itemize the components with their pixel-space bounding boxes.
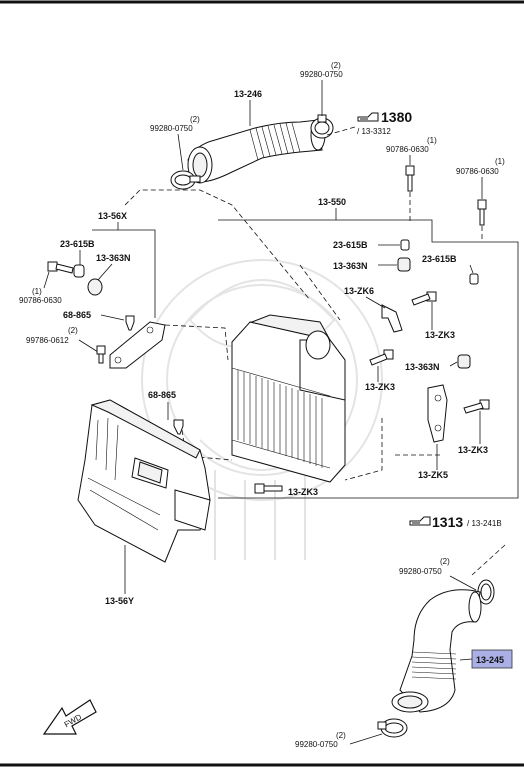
- label-bolt-left: 90786-0630: [19, 296, 62, 305]
- bolt-13-zk3-b: [369, 349, 394, 366]
- air-duct-13-56y: [77, 399, 211, 563]
- label-clamp-tr-qty: (2): [331, 61, 341, 70]
- ref-1313[interactable]: 1313: [432, 514, 463, 530]
- ref-13-3312[interactable]: / 13-3312: [357, 127, 391, 136]
- label-insul-right: 13-363N: [405, 362, 440, 372]
- screw-99786-0612: [96, 345, 106, 364]
- label-clamp-low-bottom: 99280-0750: [295, 740, 338, 749]
- label-bush-inner: 23-615B: [333, 240, 368, 250]
- label-13-550: 13-550: [318, 197, 346, 207]
- bracket-13-zk6: [381, 304, 403, 333]
- bracket-plate: [109, 321, 166, 369]
- label-bolt-b: 90786-0630: [456, 167, 499, 176]
- clamp-lower-bottom: [377, 718, 408, 738]
- intercooler-core: [231, 314, 346, 483]
- fwd-arrow-icon: FWD: [42, 699, 97, 735]
- clamp-upper-left: [170, 170, 201, 190]
- pointer-hand-icon: [357, 112, 379, 122]
- label-13-245[interactable]: 13-245: [476, 655, 504, 665]
- label-clamp-low-bottom-qty: (2): [336, 731, 346, 740]
- label-13-56x: 13-56X: [98, 211, 127, 221]
- bolt-90786-left: [47, 261, 74, 274]
- lower-hose: [391, 589, 482, 713]
- label-bolt-a: 90786-0630: [386, 145, 429, 154]
- bush-23-615b-inner: [400, 239, 410, 251]
- label-screw-qty: (2): [68, 326, 78, 335]
- label-clamp-tr: 99280-0750: [300, 70, 343, 79]
- label-clip-top: 68-865: [63, 310, 91, 320]
- bush-23-615b-right: [469, 273, 479, 285]
- label-insul-left: 13-363N: [96, 253, 131, 263]
- clip-68-865-top: [125, 315, 135, 331]
- bolt-90786-a: [405, 165, 415, 192]
- label-screw: 99786-0612: [26, 336, 69, 345]
- label-bolt-b-qty: (1): [495, 157, 505, 166]
- label-zk3-d: 13-ZK3: [288, 487, 318, 497]
- label-zk6: 13-ZK6: [344, 286, 374, 296]
- upper-hose: [187, 119, 326, 184]
- ref-13-241b[interactable]: / 13-241B: [467, 519, 502, 528]
- label-zk3-c: 13-ZK3: [458, 445, 488, 455]
- bolt-13-zk3-c: [463, 399, 490, 414]
- label-bush-right: 23-615B: [422, 254, 457, 264]
- label-clamp-low-top: 99280-0750: [399, 567, 442, 576]
- label-clamp-tl: 99280-0750: [150, 124, 193, 133]
- label-13-56y: 13-56Y: [105, 596, 134, 606]
- label-insul-inner: 13-363N: [333, 261, 368, 271]
- bracket-13-zk5: [427, 384, 448, 443]
- ref-1380[interactable]: 1380: [381, 109, 412, 125]
- intercooler-group-frame: [218, 219, 519, 499]
- label-bush-left: 23-615B: [60, 239, 95, 249]
- insulator-13-363n-inner: [397, 257, 411, 272]
- label-clamp-tl-qty: (2): [190, 115, 200, 124]
- bolt-13-zk3-a: [411, 291, 437, 306]
- insulator-13-363n-right: [457, 354, 471, 369]
- label-zk5: 13-ZK5: [418, 470, 448, 480]
- bolt-90786-b: [477, 199, 487, 226]
- label-zk3-b: 13-ZK3: [365, 382, 395, 392]
- insulator-13-363n-left: [87, 278, 103, 296]
- label-bolt-left-qty: (1): [32, 287, 42, 296]
- label-clip-mid: 68-865: [148, 390, 176, 400]
- clip-68-865-mid: [173, 419, 184, 435]
- label-bolt-a-qty: (1): [427, 136, 437, 145]
- label-zk3-a: 13-ZK3: [425, 330, 455, 340]
- bolt-13-zk3-d: [254, 483, 283, 494]
- bush-23-615b-left: [73, 264, 85, 278]
- label-clamp-low-top-qty: (2): [440, 557, 450, 566]
- label-13-246: 13-246: [234, 89, 262, 99]
- pointer-hand-icon: [409, 516, 431, 526]
- clamp-lower-top: [477, 579, 495, 605]
